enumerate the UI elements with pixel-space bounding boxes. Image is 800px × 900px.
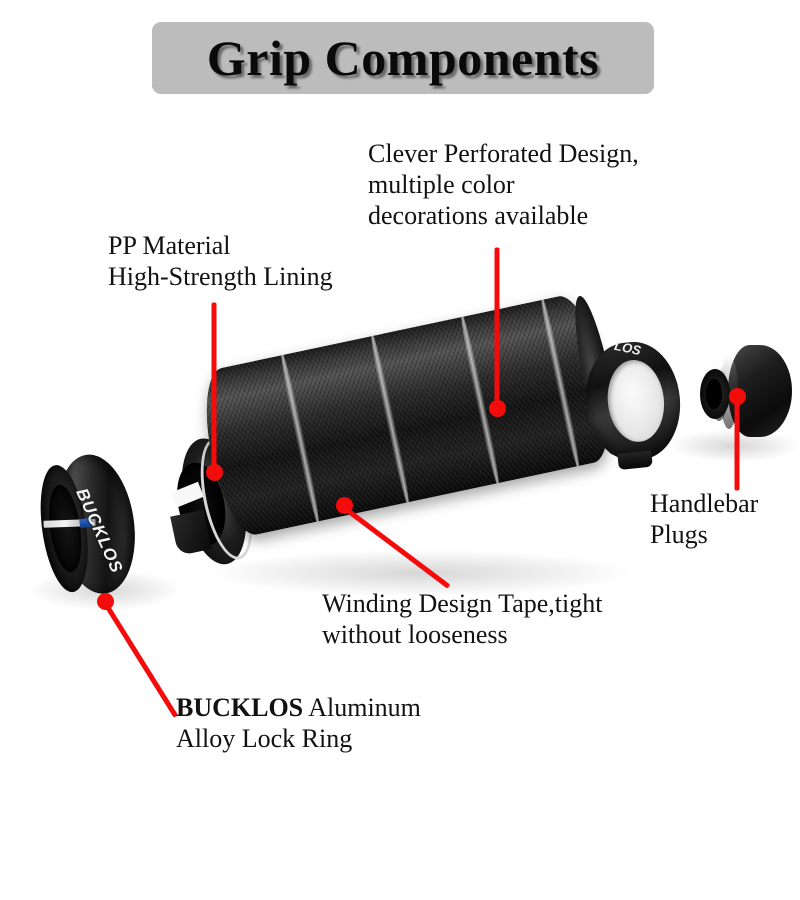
title-banner: [152, 22, 654, 94]
annotation-pp-material: PP Material High-Strength Lining: [108, 231, 333, 291]
annotation-handlebar-plugs: Handlebar Plugs: [650, 489, 759, 549]
annotation-lock-ring: BUCKLOS Aluminum Alloy Lock Ring: [176, 692, 546, 754]
grip-barrel-surface: [194, 290, 621, 541]
callout-line-pp-material: [211, 302, 217, 475]
callout-dot-handlebar-plugs: [729, 388, 746, 405]
callout-line-handlebar-plugs: [734, 398, 740, 491]
callout-line-perforated: [494, 247, 500, 413]
callout-dot-pp-material: [206, 464, 223, 481]
secondary-lock-ring-clamp-ear: [617, 450, 653, 471]
grip-perforation-field: [194, 291, 585, 374]
callout-dot-winding-tape: [336, 497, 353, 514]
annotation-lock-ring-brand: BUCKLOS: [176, 693, 304, 722]
handlebar-plug-cavity: [706, 379, 722, 409]
annotation-winding-tape: Winding Design Tape,tight without loosen…: [322, 589, 603, 649]
aluminum-lock-ring: BUCKLOS: [33, 449, 148, 601]
page-title: Grip Components: [206, 30, 600, 86]
callout-dot-perforated: [489, 400, 506, 417]
callout-dot-lock-ring: [97, 593, 114, 610]
annotation-perforated-design: Clever Perforated Design, multiple color…: [368, 139, 639, 230]
ground-shadow-center: [210, 550, 630, 596]
handlebar-plug: [698, 345, 794, 441]
annotation-lock-ring-text: Aluminum Alloy Lock Ring: [176, 693, 421, 753]
grip-barrel: [194, 290, 626, 541]
secondary-lock-ring: LOS: [579, 337, 690, 471]
